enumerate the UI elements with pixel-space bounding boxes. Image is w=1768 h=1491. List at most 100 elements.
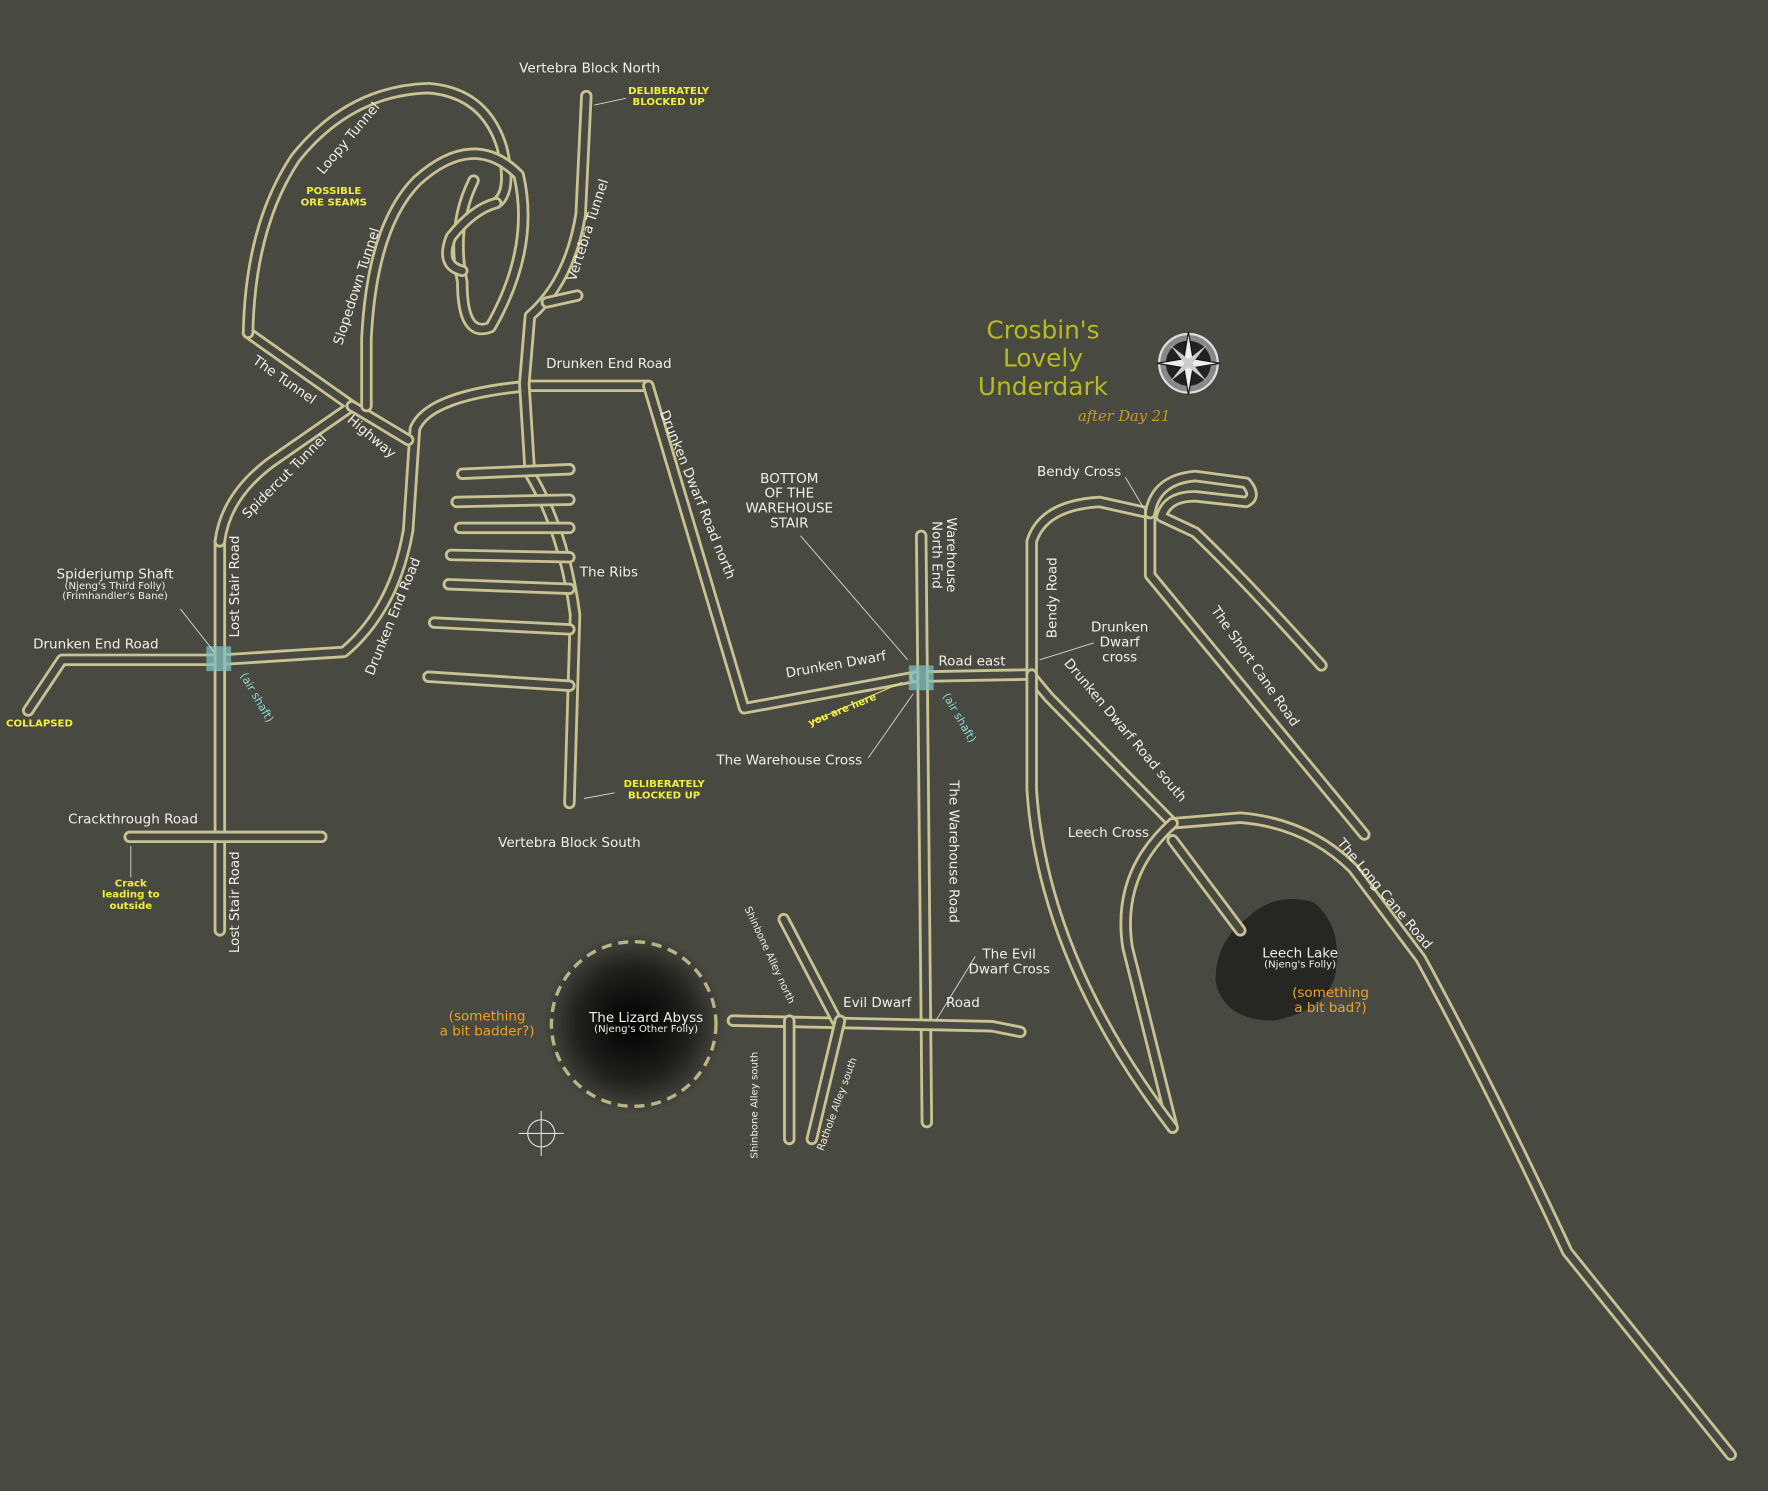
label-line: outside	[109, 901, 152, 912]
label-line: (Njeng's Other Folly)	[594, 1024, 698, 1035]
label-warehouse-cross: The Warehouse Cross	[715, 753, 862, 769]
air-shaft-warehouse[interactable]	[908, 665, 934, 691]
bendy-road	[1028, 498, 1154, 678]
label-crackthrough: Crackthrough Road	[68, 811, 198, 827]
label-line: POSSIBLE	[306, 186, 361, 197]
label-warehouse-road: The Warehouse Road	[945, 779, 961, 923]
label-line: BLOCKED UP	[633, 97, 705, 108]
slopedown-tunnel	[363, 150, 527, 410]
label-line: Drunken	[1091, 620, 1148, 636]
label-drunken-end-west: Drunken End Road	[33, 637, 159, 653]
label-drunken-end-north: Drunken End Road	[546, 356, 672, 372]
label-line: The Evil	[981, 947, 1035, 963]
short-cane-road	[1146, 509, 1368, 838]
label-line: Dwarf	[1100, 635, 1141, 651]
label-line: The Warehouse Cross	[715, 753, 862, 769]
label-leech-lake: Leech Lake(Njeng's Folly)	[1262, 945, 1338, 970]
label-line: Road	[946, 995, 980, 1011]
label-line: DELIBERATELY	[624, 779, 706, 790]
label-line: Vertebra Block North	[519, 60, 660, 76]
map-title-line2: Lovely	[1003, 344, 1083, 373]
label-collapsed: COLLAPSED	[6, 718, 73, 729]
label-evil-dwarf: Evil Dwarf	[843, 995, 913, 1011]
lizard-abyss	[543, 933, 724, 1115]
label-warehouse-north: WarehouseNorth End	[928, 517, 959, 592]
drunken-dwarf-road-north	[644, 382, 919, 712]
label-line: Leech Lake	[1262, 945, 1338, 961]
label-line: Vertebra Block South	[498, 835, 641, 851]
the-tunnel	[216, 329, 356, 545]
the-ribs-5	[445, 580, 573, 593]
label-line: (Njeng's Third Folly)	[65, 581, 166, 592]
label-vertebra-north: Vertebra Block North	[519, 60, 660, 76]
crosshair-icon	[518, 1110, 564, 1156]
label-line: a bit badder?)	[440, 1024, 535, 1040]
label-line: STAIR	[770, 515, 808, 531]
the-ribs-1	[458, 465, 573, 478]
label-line: Crackthrough Road	[68, 811, 198, 827]
label-line: COLLAPSED	[6, 718, 73, 729]
label-lost-stair-s: Lost Stair Road	[227, 851, 243, 953]
label-lizard: The Lizard Abyss(Njeng's Other Folly)	[588, 1010, 703, 1035]
label-spiderjump: Spiderjump Shaft(Njeng's Third Folly)(Fr…	[57, 567, 174, 602]
label-line: Drunken End Road	[546, 356, 672, 372]
label-road-east: Road east	[938, 653, 1005, 669]
label-line: WAREHOUSE	[745, 501, 833, 517]
shinbone-north	[780, 915, 841, 1025]
label-line: OF THE	[764, 486, 814, 502]
label-lost-stair-n: Lost Stair Road	[227, 536, 243, 638]
label-line: (something	[1292, 985, 1369, 1001]
label-line: BLOCKED UP	[628, 790, 700, 801]
highway	[348, 402, 412, 444]
label-line: Warehouse	[943, 517, 959, 592]
label-line: leading to	[102, 890, 160, 901]
map-title-line3: Underdark	[978, 372, 1109, 401]
title-block: Crosbin's Lovely Underdark after Day 21	[978, 315, 1170, 424]
label-line: The Lizard Abyss	[588, 1010, 703, 1026]
roads	[21, 81, 1737, 1461]
label-line: Lost Stair Road	[227, 851, 243, 953]
label-line: (Njeng's Folly)	[1264, 960, 1336, 971]
label-road: Road	[946, 995, 980, 1011]
vertebra-spur	[543, 292, 581, 306]
label-line: Crack	[115, 878, 147, 889]
label-line: Leech Cross	[1068, 825, 1149, 841]
leech-branch	[1169, 836, 1244, 934]
leech-loop	[1122, 819, 1177, 1132]
air-shaft-spiderjump[interactable]	[206, 646, 232, 672]
label-leech-cross: Leech Cross	[1068, 825, 1149, 841]
the-ribs-2	[453, 496, 573, 506]
compass-icon	[1156, 331, 1221, 395]
label-line: Spiderjump Shaft	[57, 567, 174, 583]
label-vertebra-south: Vertebra Block South	[498, 835, 641, 851]
label-line: Bendy Cross	[1037, 464, 1121, 480]
label-ribs: The Ribs	[579, 564, 638, 580]
the-ribs-6	[430, 619, 573, 633]
label-line: BOTTOM	[760, 471, 818, 487]
evil-dwarf-road	[729, 1017, 1024, 1036]
short-cane-upper	[1146, 472, 1325, 669]
label-line: (Frimhandler's Bane)	[62, 591, 168, 602]
loopy-tunnel	[244, 84, 510, 337]
label-line: Bendy Road	[1045, 557, 1061, 638]
label-line: DELIBERATELY	[628, 86, 710, 97]
drunken-end-road	[24, 382, 652, 714]
label-bendy-cross: Bendy Cross	[1037, 464, 1121, 480]
the-ribs-4	[447, 551, 573, 561]
label-line: cross	[1102, 649, 1137, 665]
dd-south-west	[1028, 671, 1177, 1132]
label-line: Evil Dwarf	[843, 995, 913, 1011]
label-line: Drunken End Road	[33, 637, 159, 653]
the-ribs-7	[425, 673, 573, 690]
road-east	[912, 671, 1036, 681]
